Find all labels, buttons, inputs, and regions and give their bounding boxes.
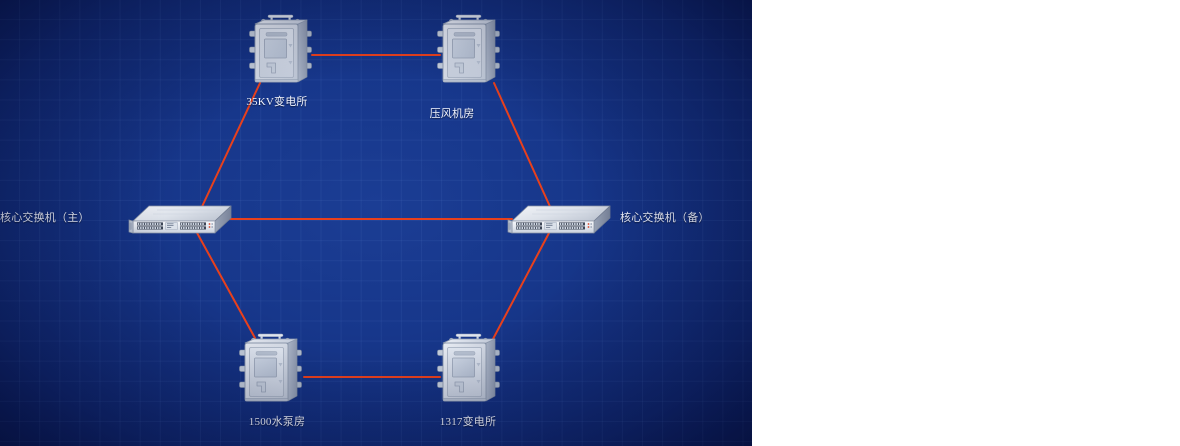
substation-cabinet-icon [437, 14, 500, 83]
topology-node-substation-1317[interactable] [434, 330, 504, 410]
rack-switch-icon [507, 205, 611, 234]
node-label-core-switch-primary: 核心交换机（主） [0, 212, 90, 224]
topology-node-pump-room-1500[interactable] [236, 330, 306, 410]
rack-switch-icon [128, 205, 232, 234]
node-label-substation-1317: 1317变电所 [439, 416, 497, 428]
substation-cabinet-icon [437, 333, 500, 402]
connection-line[interactable] [493, 82, 553, 212]
topology-node-core-switch-backup[interactable] [506, 199, 616, 245]
node-label-air-compressor-room: 压风机房 [429, 108, 475, 120]
substation-cabinet-icon [249, 14, 312, 83]
node-label-core-switch-backup: 核心交换机（备） [620, 212, 710, 224]
node-label-pump-room-1500: 1500水泵房 [248, 416, 306, 428]
topology-node-core-switch-primary[interactable] [127, 199, 237, 245]
topology-canvas[interactable]: 35KV变电所 压风机房 [0, 0, 752, 446]
substation-cabinet-icon [239, 333, 302, 402]
connection-line[interactable] [195, 230, 256, 339]
topology-node-air-compressor-room[interactable] [434, 11, 504, 91]
topology-node-substation-35kv[interactable] [246, 11, 316, 91]
node-label-substation-35kv: 35KV变电所 [246, 96, 308, 108]
connection-line[interactable] [492, 232, 550, 340]
